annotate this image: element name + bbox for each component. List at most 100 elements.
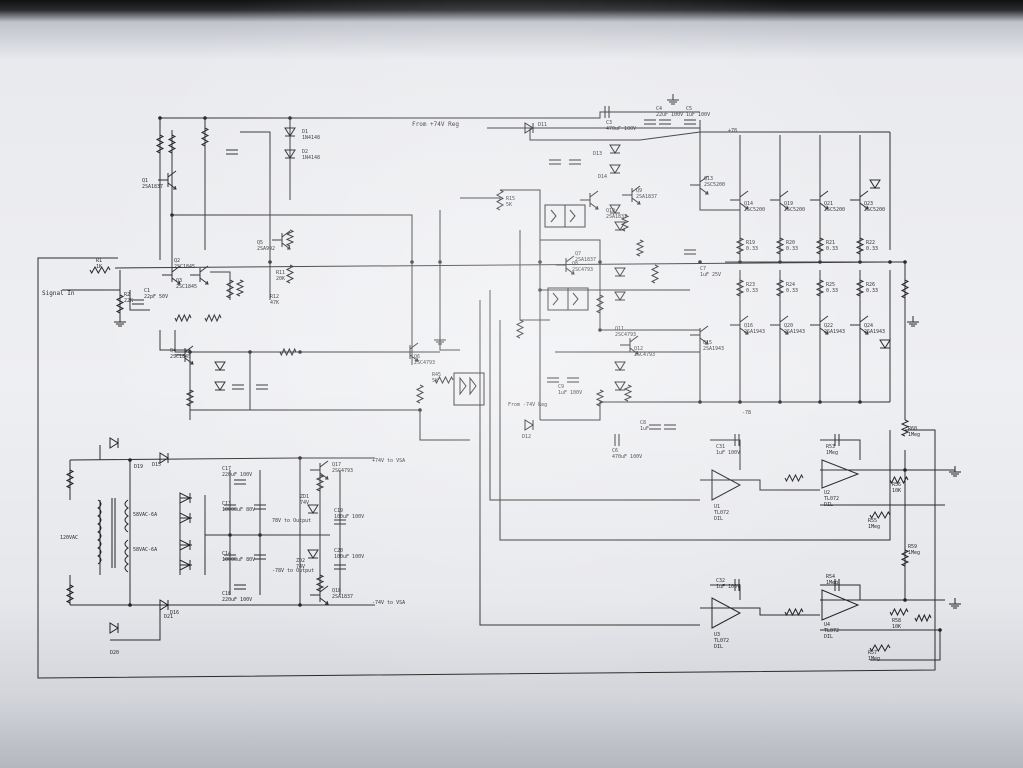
diode: [609, 164, 621, 174]
resistor: [735, 237, 745, 255]
opamp-u3: [711, 597, 742, 629]
resistor: [815, 279, 825, 297]
resistor: [595, 389, 605, 407]
resistor: [620, 214, 630, 232]
psu-secondary-bottom-label: 58VAC-6A: [133, 547, 157, 553]
resistor: [775, 279, 785, 297]
resistor: [889, 607, 909, 617]
diode: [524, 419, 534, 431]
labels: From +74V Reg +78 From -74V Reg -78 Sign…: [42, 121, 751, 606]
junction-dot: [858, 260, 862, 264]
opamp-u2: [821, 459, 860, 489]
component-label: D12: [522, 434, 531, 440]
resistor: [623, 384, 633, 402]
capacitor: [684, 119, 696, 125]
capacitor: [834, 579, 840, 591]
junction-dot: [418, 408, 422, 412]
diode: [614, 381, 626, 391]
component-label: 78V to Output: [272, 518, 311, 524]
diode: [614, 361, 626, 371]
junction-dot: [298, 603, 302, 607]
component-label: D19: [134, 464, 143, 470]
diode: [307, 549, 319, 559]
diode: [159, 452, 169, 464]
junction-dot: [938, 628, 942, 632]
diode: [614, 267, 626, 277]
junction-dot: [170, 213, 174, 217]
capacitor: [614, 434, 620, 446]
resistor: [889, 475, 909, 485]
transistor: [850, 190, 869, 210]
diode: [307, 504, 319, 514]
junction-dot: [128, 603, 132, 607]
junction-dot: [858, 400, 862, 404]
resistor: [415, 384, 425, 404]
capacitor: [334, 564, 346, 570]
junction-dot: [698, 260, 702, 264]
ground-symbol: [114, 316, 126, 327]
resistor: [200, 127, 210, 147]
transistor: [175, 345, 194, 365]
diode: [284, 127, 296, 137]
capacitor: [644, 119, 656, 125]
junction-dot: [410, 260, 414, 264]
transistor: [162, 265, 181, 285]
junction-dot: [298, 456, 302, 460]
resistor: [285, 264, 295, 284]
capacitor: [547, 377, 559, 383]
junction-dot: [778, 260, 782, 264]
junction-dot: [188, 350, 192, 354]
transistor: [770, 315, 789, 335]
diode: [879, 339, 891, 349]
transistor: [810, 190, 829, 210]
junction-dot: [818, 260, 822, 264]
junction-dot: [258, 533, 262, 537]
junction-dot: [203, 116, 207, 120]
transistor: [810, 315, 829, 335]
transistor: [556, 255, 575, 275]
resistor: [155, 134, 165, 154]
resistor: [900, 279, 910, 299]
ground-symbol: [667, 94, 679, 105]
junction-dot: [698, 400, 702, 404]
capacitor: [549, 159, 561, 165]
component-label: D14: [598, 174, 607, 180]
junction-dot: [888, 260, 892, 264]
component-label: D13: [593, 151, 602, 157]
transistor: [272, 230, 291, 250]
junction-dot: [738, 400, 742, 404]
psu-out-neg-label: -74V to VSA: [372, 600, 405, 606]
capacitor: [234, 479, 246, 485]
junction-dot: [268, 260, 272, 264]
resistor: [784, 607, 804, 617]
junction-dot: [128, 458, 132, 462]
transistor: [730, 190, 749, 210]
bottom-rail-label: -78: [742, 410, 751, 416]
capacitor: [834, 434, 840, 446]
junction-dot: [903, 468, 907, 472]
